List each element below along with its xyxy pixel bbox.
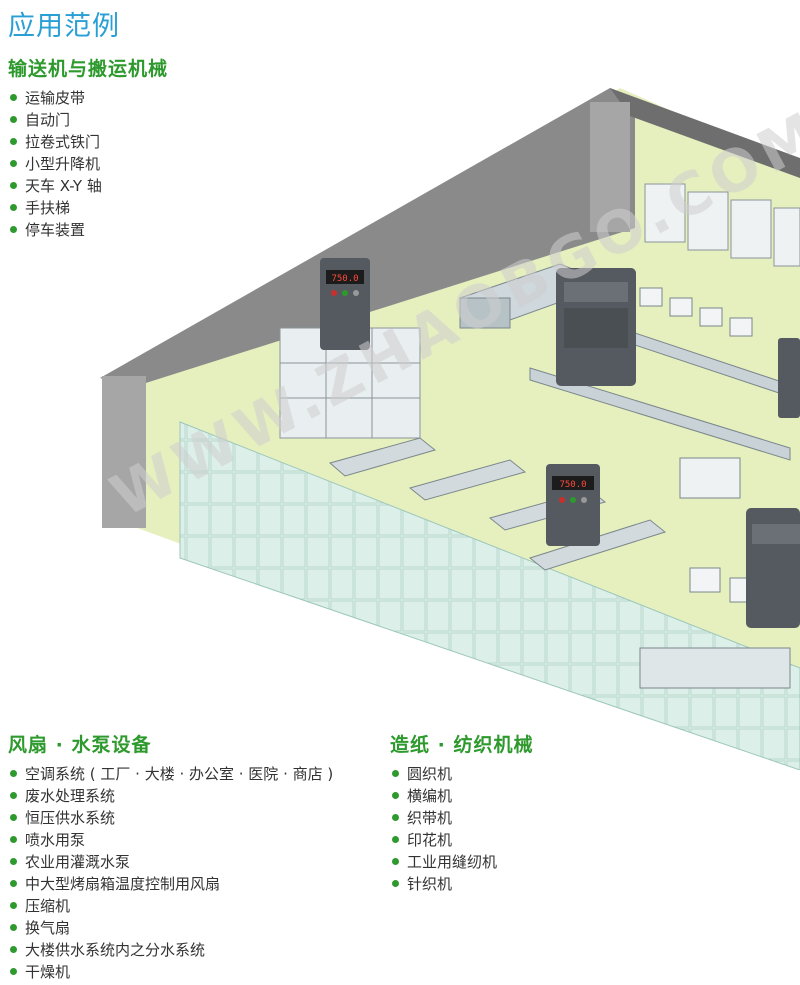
- list-item-label: 织带机: [407, 809, 453, 827]
- list-item-label: 横编机: [407, 787, 453, 805]
- list-item: 拉卷式铁门: [8, 131, 168, 153]
- list-item: 手扶梯: [8, 197, 168, 219]
- bullet-icon: [10, 160, 17, 167]
- list-item: 干燥机: [8, 961, 333, 983]
- list-item: 废水处理系统: [8, 785, 333, 807]
- factory-illustration: 750.0 750.0: [100, 88, 800, 770]
- list-item-label: 小型升降机: [25, 155, 101, 173]
- list-item: 压缩机: [8, 895, 333, 917]
- list-item: 针织机: [390, 873, 533, 895]
- wall-pillar: [590, 102, 630, 232]
- list-item-label: 手扶梯: [25, 199, 71, 217]
- list-item: 小型升降机: [8, 153, 168, 175]
- list-item: 大楼供水系统内之分水系统: [8, 939, 333, 961]
- list-item: 运输皮带: [8, 87, 168, 109]
- section-conveyor: 输送机与搬运机械 运输皮带自动门拉卷式铁门小型升降机天车 X-Y 轴手扶梯停车装…: [8, 54, 168, 241]
- back-wall: [100, 88, 635, 388]
- list-item-label: 天车 X-Y 轴: [25, 177, 102, 195]
- section-heading: 风扇 · 水泵设备: [8, 734, 152, 756]
- wall-pillar: [102, 376, 146, 528]
- drive-unit: [746, 508, 800, 628]
- bullet-icon: [392, 770, 399, 777]
- bullet-icon: [10, 902, 17, 909]
- drive-unit: 750.0: [320, 258, 370, 350]
- section-heading: 输送机与搬运机械: [8, 58, 169, 80]
- bullet-icon: [10, 204, 17, 211]
- list-item: 喷水用泵: [8, 829, 333, 851]
- list-item-label: 针织机: [407, 875, 453, 893]
- bullet-icon: [10, 116, 17, 123]
- list-item: 织带机: [390, 807, 533, 829]
- bullet-icon: [10, 770, 17, 777]
- bullet-icon: [10, 924, 17, 931]
- list-item-label: 农业用灌溉水泵: [25, 853, 131, 871]
- item-list: 圆织机横编机织带机印花机工业用缝纫机针织机: [390, 763, 533, 895]
- bullet-icon: [10, 814, 17, 821]
- drive-unit: [778, 338, 800, 418]
- list-item: 天车 X-Y 轴: [8, 175, 168, 197]
- bullet-icon: [10, 836, 17, 843]
- bullet-icon: [392, 814, 399, 821]
- drive-unit: 750.0: [546, 464, 600, 546]
- bullet-icon: [392, 836, 399, 843]
- list-item: 恒压供水系统: [8, 807, 333, 829]
- list-item-label: 圆织机: [407, 765, 453, 783]
- list-item: 工业用缝纫机: [390, 851, 533, 873]
- drive-display: 750.0: [559, 480, 586, 490]
- bullet-icon: [10, 182, 17, 189]
- item-list: 空调系统 ( 工厂 · 大楼 · 办公室 · 医院 · 商店 ) 废水处理系统恒压…: [8, 763, 333, 983]
- list-item-label: 自动门: [25, 111, 71, 129]
- bullet-icon: [10, 138, 17, 145]
- list-item-label: 停车装置: [25, 221, 86, 239]
- list-item-label: 大楼供水系统内之分水系统: [25, 941, 206, 959]
- list-item: 停车装置: [8, 219, 168, 241]
- section-paper-textile: 造纸 · 纺织机械 圆织机横编机织带机印花机工业用缝纫机针织机: [390, 730, 533, 895]
- drive-unit: [556, 268, 636, 386]
- list-item-label: 印花机: [407, 831, 453, 849]
- list-item-label: 拉卷式铁门: [25, 133, 101, 151]
- list-item: 自动门: [8, 109, 168, 131]
- list-item-label: 恒压供水系统: [25, 809, 116, 827]
- list-item-label: 喷水用泵: [25, 831, 86, 849]
- bullet-icon: [10, 880, 17, 887]
- bullet-icon: [10, 792, 17, 799]
- list-item-label: 空调系统 ( 工厂 · 大楼 · 办公室 · 医院 · 商店 ): [25, 765, 334, 783]
- list-item: 换气扇: [8, 917, 333, 939]
- list-item: 农业用灌溉水泵: [8, 851, 333, 873]
- bullet-icon: [392, 880, 399, 887]
- list-item-label: 换气扇: [25, 919, 71, 937]
- bullet-icon: [10, 946, 17, 953]
- bullet-icon: [392, 858, 399, 865]
- list-item-label: 干燥机: [25, 963, 71, 981]
- bullet-icon: [10, 94, 17, 101]
- list-item: 中大型烤扇箱温度控制用风扇: [8, 873, 333, 895]
- list-item: 圆织机: [390, 763, 533, 785]
- list-item-label: 运输皮带: [25, 89, 86, 107]
- bullet-icon: [10, 968, 17, 975]
- list-item: 横编机: [390, 785, 533, 807]
- control-cabinets: [644, 183, 800, 267]
- bullet-icon: [392, 792, 399, 799]
- section-heading: 造纸 · 纺织机械: [390, 734, 534, 756]
- bullet-icon: [10, 226, 17, 233]
- workstations: [639, 287, 791, 689]
- list-item-label: 工业用缝纫机: [407, 853, 498, 871]
- list-item-label: 废水处理系统: [25, 787, 116, 805]
- section-fan-pump: 风扇 · 水泵设备 空调系统 ( 工厂 · 大楼 · 办公室 · 医院 · 商店…: [8, 730, 333, 983]
- right-wall: [610, 88, 800, 178]
- list-item-label: 中大型烤扇箱温度控制用风扇: [25, 875, 221, 893]
- bullet-icon: [10, 858, 17, 865]
- drive-display: 750.0: [331, 274, 358, 284]
- list-item-label: 压缩机: [25, 897, 71, 915]
- list-item: 印花机: [390, 829, 533, 851]
- item-list: 运输皮带自动门拉卷式铁门小型升降机天车 X-Y 轴手扶梯停车装置: [8, 87, 168, 241]
- page-title: 应用范例: [8, 11, 120, 42]
- list-item: 空调系统 ( 工厂 · 大楼 · 办公室 · 医院 · 商店 ): [8, 763, 333, 785]
